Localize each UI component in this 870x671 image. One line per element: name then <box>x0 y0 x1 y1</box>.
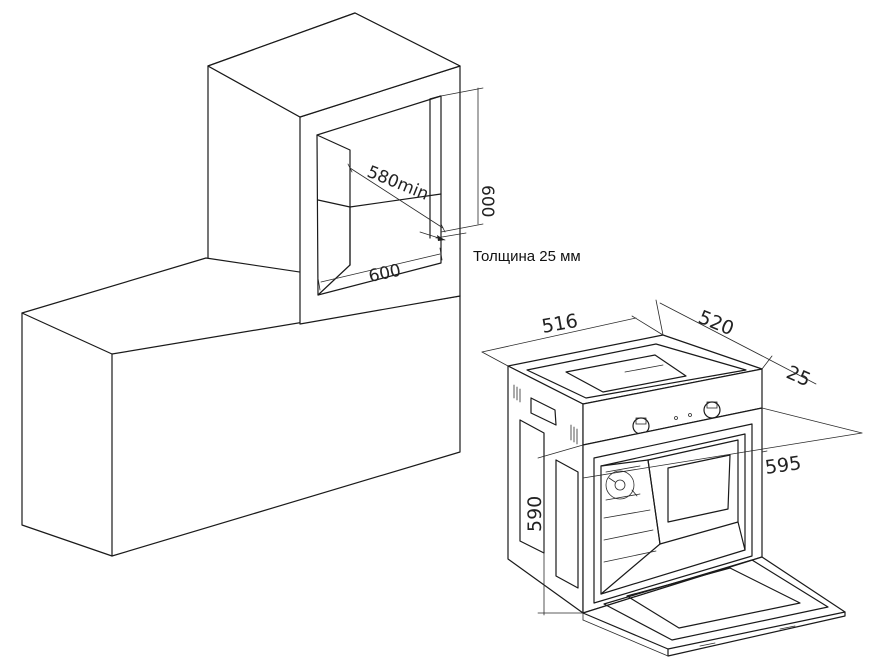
front-panel-label: 25 <box>783 361 814 391</box>
oven-door <box>582 556 846 657</box>
kitchen-cabinet: 580min 600 600 Толщина 25 мм <box>21 12 581 557</box>
oven-depth-label: 516 <box>540 310 580 338</box>
thickness-note: Толщина 25 мм <box>473 248 581 265</box>
oven-total-depth-label: 520 <box>695 306 737 340</box>
oven: 516 520 25 595 590 <box>481 299 863 657</box>
thickness-callout: Толщина 25 мм <box>419 231 581 265</box>
oven-width-dimension: 595 <box>582 432 863 479</box>
oven-niche <box>316 95 442 296</box>
niche-height-dimension: 600 <box>440 87 497 233</box>
niche-height-label: 600 <box>477 185 497 217</box>
oven-front <box>582 407 763 614</box>
oven-height-dimension: 590 <box>524 444 584 616</box>
oven-height-label: 590 <box>524 496 546 532</box>
oven-width-label: 595 <box>764 452 803 479</box>
lower-cabinet <box>21 257 461 557</box>
oven-side <box>507 365 584 614</box>
front-panel-dimension: 25 <box>761 359 863 434</box>
fan-icon <box>605 470 635 500</box>
